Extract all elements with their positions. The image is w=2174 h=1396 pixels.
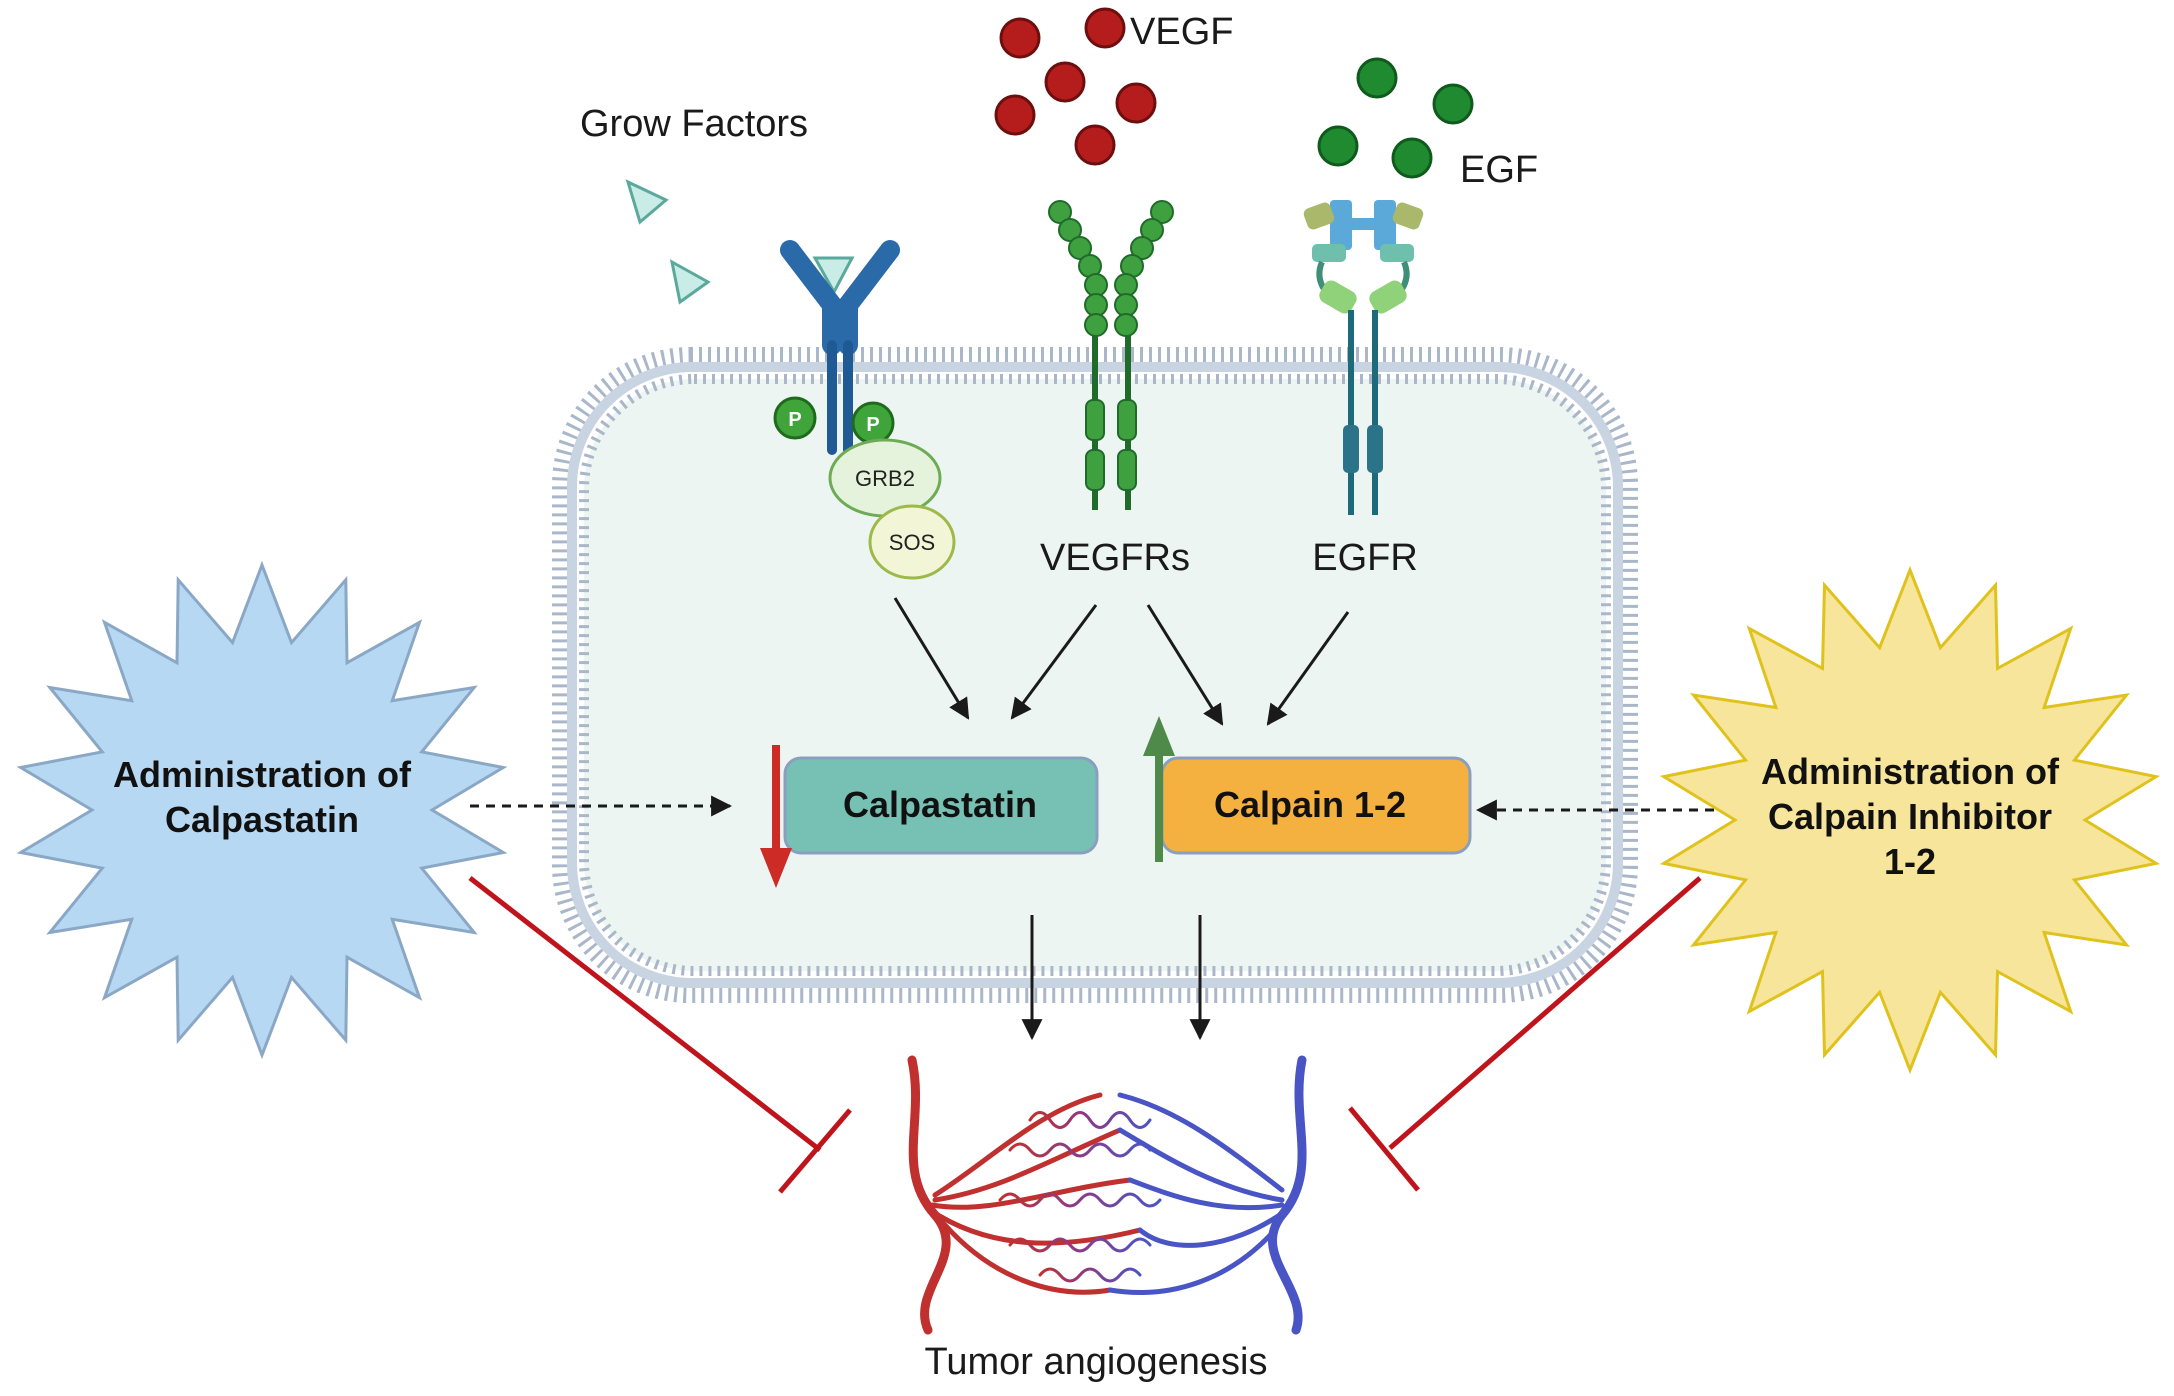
right-intervention-burst: Administration of Calpain Inhibitor 1-2	[1659, 565, 2161, 1075]
vegf-ball-icon	[1084, 7, 1126, 49]
growth-factor-triangle-icon	[812, 256, 855, 296]
growth-factor-triangle-icon	[625, 179, 669, 225]
inhibition-left	[468, 876, 852, 1194]
egfr-label: EGFR	[1312, 537, 1418, 579]
vegf-ball-icon	[1074, 124, 1116, 166]
vegfr-domain-icon	[1084, 293, 1108, 317]
left-intervention-line2: Calpastatin	[165, 799, 359, 840]
vegfr-domain-icon	[1068, 236, 1092, 260]
arrow-vegfr-to-calpastatin	[1010, 604, 1098, 720]
vegf-ball-icon	[1115, 82, 1157, 124]
left-intervention-line1: Administration of	[113, 754, 412, 795]
egf-ball-icon	[1391, 137, 1433, 179]
tumor-angiogenesis-label: Tumor angiogenesis	[925, 1341, 1268, 1383]
right-intervention-line2: Calpain Inhibitor	[1768, 796, 2052, 837]
down-arrow-icon	[760, 745, 792, 888]
vessel-branch	[927, 1207, 1143, 1246]
up-arrow-icon	[1143, 716, 1175, 862]
grow-factors-label: Grow Factors	[580, 103, 808, 145]
vessel-branch	[1117, 1092, 1285, 1193]
vegfr-domain-icon	[1150, 200, 1174, 224]
phosphate-right: P	[851, 401, 895, 445]
vessel-branch	[932, 1127, 1123, 1203]
phosphate-label: P	[866, 414, 879, 436]
vessel-branch	[1127, 1177, 1285, 1211]
vegfrs-label: VEGFRs	[1040, 537, 1190, 579]
vegfr-domain-icon	[1084, 313, 1108, 337]
phosphate-label: P	[788, 409, 801, 431]
vegfr-domain-icon	[1140, 218, 1164, 242]
vegf-label: VEGF	[1130, 11, 1233, 53]
calpain-label: Calpain 1-2	[1214, 784, 1406, 825]
capillary	[1008, 1142, 1152, 1158]
capillary	[1038, 1267, 1142, 1283]
arrow-vegfr-to-calpain	[1146, 604, 1224, 726]
growth-factor-receptor	[780, 240, 900, 455]
vegfr-receptor	[1048, 200, 1174, 510]
vegfr-domain-icon	[1114, 293, 1138, 317]
vegfr-kinase-icon	[1117, 449, 1137, 491]
vegfr-domain-icon	[1130, 236, 1154, 260]
left-intervention-burst: Administration of Calpastatin	[16, 560, 508, 1060]
capillary	[1008, 1237, 1152, 1253]
grb2-label: GRB2	[855, 466, 915, 491]
egf-ball-icon	[1356, 57, 1398, 99]
vessel-branch	[907, 1055, 951, 1335]
vessel-branch	[1107, 1227, 1278, 1295]
arrow-egfr-to-calpain	[1266, 611, 1350, 726]
egf-label: EGF	[1460, 149, 1538, 191]
arrow-grb2-to-calpastatin	[893, 597, 970, 720]
calpain-node: Calpain 1-2	[1160, 756, 1472, 855]
signal-arrows	[893, 597, 1350, 726]
vegf-ball-icon	[999, 17, 1041, 59]
capillary	[998, 1192, 1162, 1208]
vegfr-kinase-icon	[1117, 399, 1137, 441]
vegfr-domain-icon	[1084, 273, 1108, 297]
calpastatin-node: Calpastatin	[783, 756, 1099, 855]
egf-ball-icon	[1432, 83, 1474, 125]
calpastatin-label: Calpastatin	[843, 784, 1037, 825]
vessel-branch	[932, 1092, 1103, 1198]
egfr-receptor	[1303, 200, 1424, 515]
egf-ligands	[1317, 57, 1474, 179]
sos-label: SOS	[889, 530, 935, 555]
vegf-ball-icon	[994, 94, 1036, 136]
inhibition-right	[1348, 876, 1702, 1192]
growth-factor-triangle-icon	[669, 259, 711, 305]
egf-ball-icon	[1317, 125, 1359, 167]
vessel-branch	[1117, 1127, 1285, 1203]
vegf-ball-icon	[1044, 61, 1086, 103]
vessel-branch	[929, 1177, 1133, 1210]
vessel-branch	[1268, 1055, 1307, 1335]
vegfr-kinase-icon	[1085, 399, 1105, 441]
vegfr-domain-icon	[1114, 313, 1138, 337]
vegfr-domain-icon	[1048, 200, 1072, 224]
vegfr-kinase-icon	[1085, 449, 1105, 491]
vessel-branch	[942, 1222, 1113, 1295]
blood-vessel-network-icon	[907, 1055, 1307, 1335]
capillary	[1028, 1111, 1152, 1129]
right-intervention-line3: 1-2	[1884, 841, 1936, 882]
vegfr-domain-icon	[1058, 218, 1082, 242]
vessel-branch	[1137, 1209, 1287, 1248]
vegfr-domain-icon	[1114, 273, 1138, 297]
phosphate-left: P	[773, 396, 817, 440]
sos-protein	[868, 504, 956, 580]
vegf-ligands	[994, 7, 1157, 166]
right-intervention-line1: Administration of	[1761, 751, 2060, 792]
